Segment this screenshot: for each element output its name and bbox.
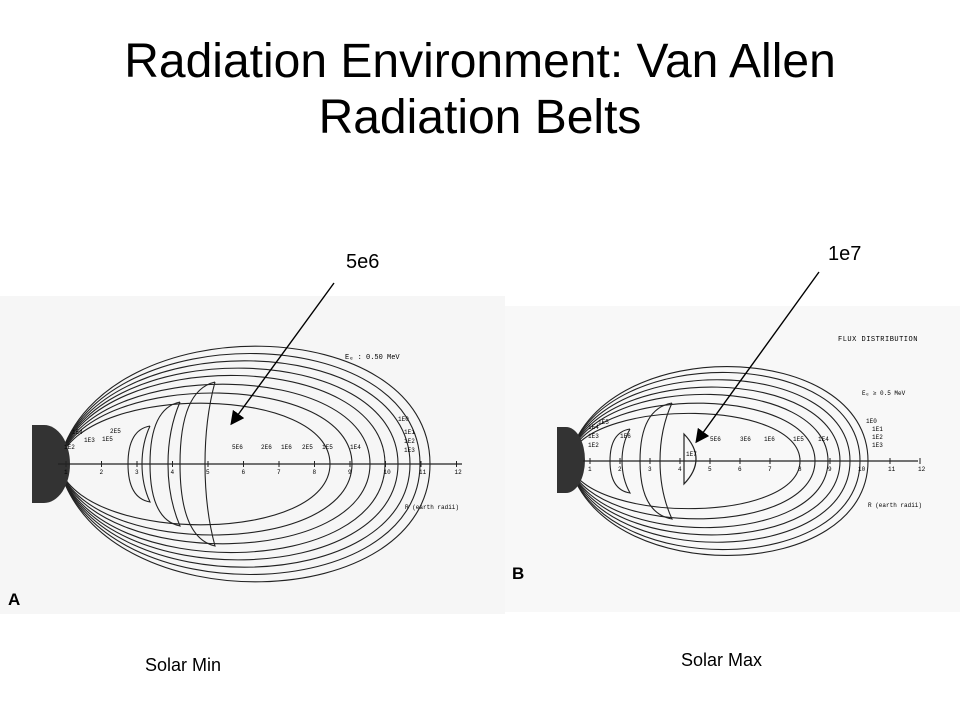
- label-a-1e2-outer: 1E2: [404, 438, 415, 445]
- panel-b-axis-label: R (earth radii): [868, 502, 922, 509]
- panel-a-crescent-3: [179, 381, 216, 547]
- panel-b-tick-label-4: 4: [678, 466, 682, 473]
- panel-b-tick-label-1: 1: [588, 466, 592, 473]
- panel-a-crescents: [127, 381, 216, 547]
- panel-b-crescent-2: [639, 402, 673, 520]
- label-a-5e6: 5E6: [232, 444, 243, 451]
- label-b-1e6-axis: 1E6: [764, 436, 775, 443]
- peak-region-1e7: [683, 432, 697, 486]
- panel-a-tick-label-4: 4: [171, 469, 175, 476]
- label-a-1e1: 1E1: [404, 429, 415, 436]
- label-b-1e5-axis: 1E5: [793, 436, 804, 443]
- label-b-1e0: 1E0: [866, 418, 877, 425]
- panel-b-outer-labels: 1E0 1E1 1E2 1E3: [866, 418, 883, 449]
- panel-a-tick-label-2: 2: [100, 469, 104, 476]
- label-a-2e6: 2E6: [261, 444, 272, 451]
- label-a-1e5: 1E5: [102, 436, 113, 443]
- panel-a-tick-label-6: 6: [242, 469, 246, 476]
- title-line-2: Radiation Belts: [318, 91, 642, 144]
- panel-a-energy: Eₑ : 0.50 MeV: [345, 354, 400, 362]
- callout-label-5e6: 5e6: [346, 251, 380, 273]
- panel-a-tick-label-11: 11: [419, 469, 427, 476]
- panel-a-tick-label-10: 10: [384, 469, 392, 476]
- panel-b-tick-label-12: 12: [918, 466, 926, 473]
- label-a-1e6: 1E6: [281, 444, 292, 451]
- panel-b-tick-label-7: 7: [768, 466, 772, 473]
- label-a-1e3: 1E3: [84, 437, 95, 444]
- label-a-1e5-axis: 1E5: [322, 444, 333, 451]
- label-b-1e2-outer: 1E2: [872, 434, 883, 441]
- panel-a-scan: [0, 296, 505, 614]
- panel-b-tick-label-10: 10: [858, 466, 866, 473]
- label-b-1e1: 1E1: [872, 426, 883, 433]
- panel-b-tick-label-9: 9: [828, 466, 832, 473]
- panel-a-tick-label-7: 7: [277, 469, 281, 476]
- panel-a-tick-label-5: 5: [206, 469, 210, 476]
- caption-solar-min: Solar Min: [145, 655, 222, 675]
- label-b-1e6: 1E6: [620, 433, 631, 440]
- callout-label-1e7: 1e7: [828, 243, 862, 265]
- panel-a-inner-labels: 1E4 1E2 1E3 1E5 2E5: [64, 428, 121, 451]
- panel-a-letter: A: [8, 590, 20, 609]
- earth-shape-b: [557, 427, 585, 493]
- panel-b-header: FLUX DISTRIBUTION: [838, 336, 918, 344]
- label-b-1e3-outer: 1E3: [872, 442, 883, 449]
- caption-solar-max: Solar Max: [681, 650, 763, 670]
- callout-arrow-right: [695, 271, 820, 444]
- panel-b-axis-labels: 5E6 3E6 1E6 1E5 1E4: [710, 436, 829, 443]
- label-a-1e4: 1E4: [72, 429, 83, 436]
- label-a-2e5: 2E5: [110, 428, 121, 435]
- panel-a-axis-labels: 5E6 2E6 1E6 2E5 1E5 1E4: [232, 444, 361, 451]
- label-a-1e4-axis: 1E4: [350, 444, 361, 451]
- label-a-2e5-axis: 2E5: [302, 444, 313, 451]
- panel-b-crescents: [609, 402, 673, 520]
- label-b-1e3: 1E3: [588, 433, 599, 440]
- label-a-1e2: 1E2: [64, 444, 75, 451]
- label-b-1e4-axis: 1E4: [818, 436, 829, 443]
- panel-b-tick-label-5: 5: [708, 466, 712, 473]
- panel-b-tick-label-11: 11: [888, 466, 896, 473]
- label-b-5e6: 5E6: [710, 436, 721, 443]
- panel-a-tick-label-1: 1: [64, 469, 68, 476]
- panel-b-letter: B: [512, 564, 524, 583]
- label-b-1e4: 1E4: [588, 424, 599, 431]
- panel-a-axis-label: R (earth radii): [405, 504, 459, 511]
- panel-a-crescent-2: [149, 401, 181, 527]
- panel-b-tick-label-6: 6: [738, 466, 742, 473]
- title-line-1: Radiation Environment: Van Allen: [124, 35, 836, 88]
- label-b-1e7: 1E7: [686, 451, 697, 458]
- panel-b-tick-label-3: 3: [648, 466, 652, 473]
- panel-a-crescent-1: [127, 425, 151, 503]
- panel-a-tick-label-3: 3: [135, 469, 139, 476]
- panel-a-tick-label-9: 9: [348, 469, 352, 476]
- slide-title: Radiation Environment: Van Allen Radiati…: [0, 34, 960, 146]
- panel-b-tick-label-2: 2: [618, 466, 622, 473]
- panel-a-outer-labels: 1E0 1E1 1E2 1E3: [398, 416, 415, 454]
- panel-b-tick-label-8: 8: [798, 466, 802, 473]
- label-a-1e3-outer: 1E3: [404, 447, 415, 454]
- callout-arrow-left: [230, 282, 335, 426]
- label-b-1e5: 1E5: [598, 419, 609, 426]
- label-b-1e2: 1E2: [588, 442, 599, 449]
- panel-a-tick-label-12: 12: [455, 469, 463, 476]
- panel-b-crescent-1: [609, 428, 632, 494]
- label-b-3e6: 3E6: [740, 436, 751, 443]
- panel-a-tick-label-8: 8: [313, 469, 317, 476]
- label-a-1e0: 1E0: [398, 416, 409, 423]
- panel-b-inner-labels: 1E4 1E3 1E2 1E5 1E6 1E7: [588, 419, 697, 458]
- earth-shape-a: [32, 425, 70, 503]
- panel-b-energy: Eₑ ≥ 0.5 MeV: [862, 390, 906, 397]
